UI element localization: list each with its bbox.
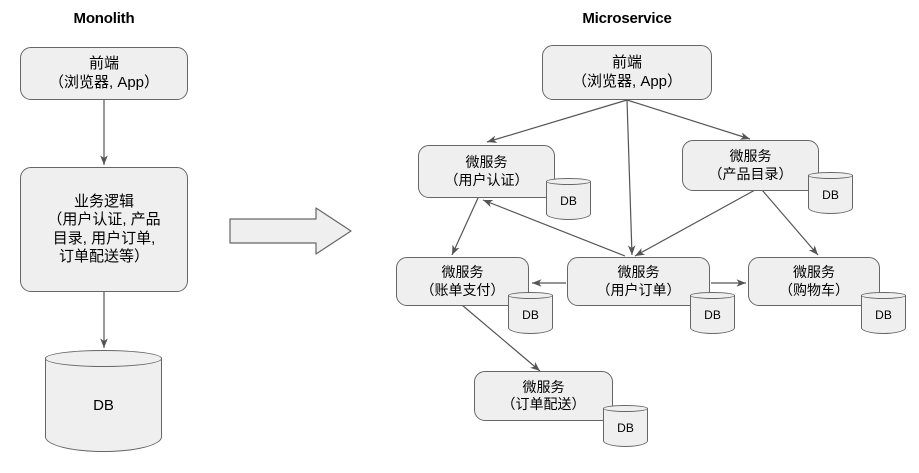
node-monolith-frontend[interactable]: 前端 （浏览器, App）	[20, 47, 188, 100]
node-service-auth[interactable]: 微服务 （用户认证）	[418, 145, 555, 198]
title-monolith: Monolith	[73, 10, 135, 27]
edge-frontend-to-auth	[486, 99, 628, 143]
node-line-4: 订单配送等）	[58, 247, 149, 265]
node-line-1: 微服务	[617, 264, 660, 281]
database-orders[interactable]: DB	[690, 292, 735, 337]
node-line-2: （用户认证）	[444, 171, 529, 188]
database-label: DB	[522, 307, 539, 322]
database-label: DB	[704, 307, 721, 322]
cylinder-top	[546, 178, 591, 185]
database-monolith[interactable]: DB	[45, 350, 162, 460]
cylinder-body	[45, 357, 162, 453]
node-line-1: 微服务	[441, 264, 484, 281]
node-service-catalog[interactable]: 微服务 （产品目录）	[682, 140, 819, 191]
database-label: DB	[93, 396, 114, 414]
node-line-2: （用户订单）	[596, 281, 681, 298]
node-line-3: 目录, 用户订单,	[52, 229, 156, 247]
node-service-shipping[interactable]: 微服务 （订单配送）	[474, 371, 613, 421]
database-label: DB	[617, 420, 634, 435]
node-line-2: （产品目录）	[708, 165, 793, 182]
node-line-2: （用户认证, 产品	[47, 211, 161, 229]
node-line-1: 前端	[611, 54, 642, 72]
node-monolith-business-logic[interactable]: 业务逻辑 （用户认证, 产品 目录, 用户订单, 订单配送等）	[20, 167, 188, 292]
node-line-1: 微服务	[465, 154, 508, 171]
cylinder-top	[508, 292, 553, 299]
database-label: DB	[560, 193, 577, 208]
node-line-1: 微服务	[522, 378, 565, 395]
database-shipping[interactable]: DB	[603, 405, 648, 450]
edge-frontend-to-orders	[626, 99, 636, 256]
database-auth[interactable]: DB	[546, 178, 591, 223]
transformation-arrow	[229, 207, 352, 255]
node-line-1: 前端	[88, 55, 119, 73]
cylinder-top	[690, 292, 735, 299]
edge-frontend-to-catalog	[626, 99, 751, 140]
database-cart[interactable]: DB	[861, 292, 906, 337]
node-line-1: 微服务	[793, 264, 835, 281]
cylinder-body	[603, 408, 648, 447]
node-microservice-frontend[interactable]: 前端 （浏览器, App）	[542, 45, 712, 100]
node-line-1: 微服务	[729, 148, 772, 165]
database-label: DB	[822, 187, 839, 202]
node-line-1: 业务逻辑	[73, 192, 134, 210]
database-billing[interactable]: DB	[508, 292, 553, 337]
node-line-2: （订单配送）	[501, 396, 586, 412]
node-service-billing[interactable]: 微服务 （账单支付）	[396, 257, 529, 306]
node-service-orders[interactable]: 微服务 （用户订单）	[567, 257, 710, 306]
database-label: DB	[875, 307, 892, 322]
edge-auth-to-billing	[451, 197, 479, 256]
node-line-2: （浏览器, App）	[571, 72, 683, 90]
node-line-2: （账单支付）	[420, 281, 505, 298]
node-line-2: （购物车）	[779, 281, 849, 298]
cylinder-body	[861, 295, 906, 334]
cylinder-top	[45, 350, 162, 367]
node-service-cart[interactable]: 微服务 （购物车）	[748, 257, 880, 306]
database-catalog[interactable]: DB	[808, 172, 853, 217]
title-microservice: Microservice	[582, 10, 672, 27]
cylinder-top	[603, 405, 648, 412]
cylinder-body	[690, 295, 735, 334]
cylinder-top	[808, 172, 853, 179]
node-line-2: （浏览器, App）	[48, 73, 160, 91]
cylinder-top	[861, 292, 906, 299]
edge-catalog-to-orders	[634, 189, 756, 257]
